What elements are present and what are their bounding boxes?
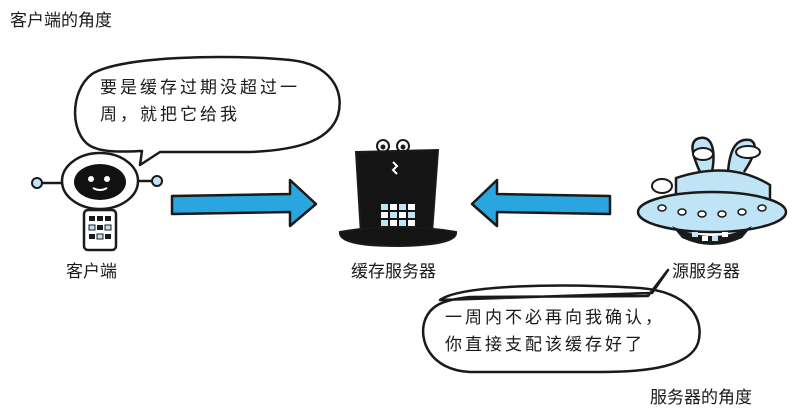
request-arrow — [170, 178, 318, 228]
client-label: 客户端 — [66, 262, 117, 282]
robot-client-icon — [31, 151, 163, 252]
ufo-origin-server-icon — [636, 136, 788, 245]
origin-server-label: 源服务器 — [672, 262, 740, 282]
cache-server-label: 缓存服务器 — [351, 262, 436, 282]
top-hat-cache-icon — [339, 139, 457, 248]
server-bubble-line-2: 你直接支配该缓存好了 — [445, 335, 645, 355]
server-view-caption: 服务器的角度 — [650, 388, 752, 408]
client-speech-bubble — [73, 55, 341, 167]
server-speech-bubble — [421, 268, 701, 374]
client-bubble-line-1: 要是缓存过期没超过一 — [100, 78, 300, 98]
client-view-caption: 客户端的角度 — [10, 11, 112, 31]
client-bubble-line-2: 周，就把它给我 — [100, 105, 240, 125]
response-arrow — [470, 178, 612, 228]
server-bubble-line-1: 一周内不必再向我确认， — [445, 308, 665, 328]
